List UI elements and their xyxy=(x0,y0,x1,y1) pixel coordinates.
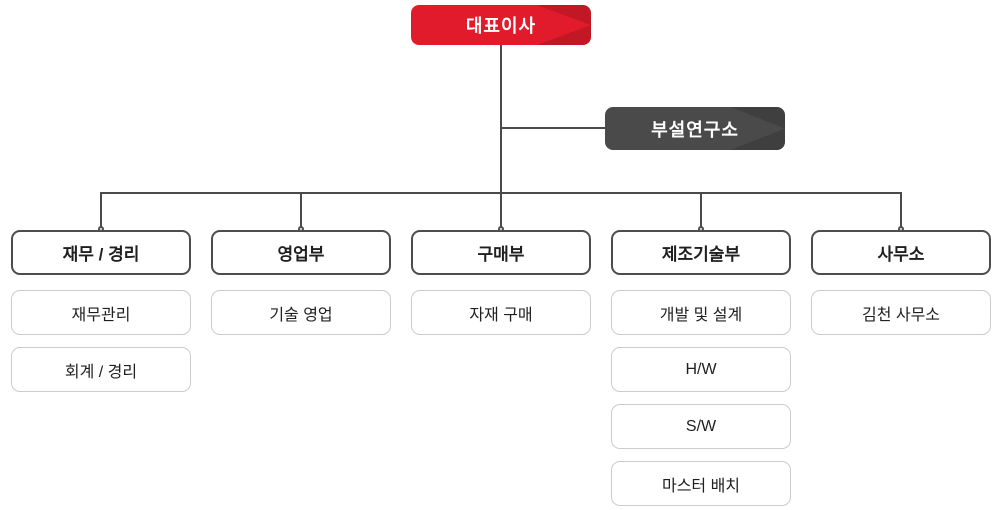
sub-label: 마스터 배치 xyxy=(661,477,741,495)
node-ceo-label: 대표이사 xyxy=(465,16,537,36)
dept-box-manufacturing-tech: 제조기술부 xyxy=(611,226,791,275)
dept-label: 제조기술부 xyxy=(661,245,741,264)
node-ceo: 대표이사 xyxy=(411,5,591,45)
sub-box: 자재 구매 xyxy=(411,290,591,335)
sub-box: 기술 영업 xyxy=(211,290,391,335)
connector-drop-1 xyxy=(100,192,102,230)
sub-box: 재무관리 xyxy=(11,290,191,335)
sub-label: 기술 영업 xyxy=(269,306,333,324)
sub-label: S/W xyxy=(685,417,717,435)
connector-dot xyxy=(698,226,704,232)
connector-main-horizontal xyxy=(100,192,902,194)
sub-box: 개발 및 설계 xyxy=(611,290,791,335)
sub-label: 회계 / 경리 xyxy=(64,363,138,381)
dept-box-finance: 재무 / 경리 xyxy=(11,226,191,275)
dept-label: 사무소 xyxy=(877,245,925,264)
sub-label: 자재 구매 xyxy=(469,306,533,324)
sub-box: 마스터 배치 xyxy=(611,461,791,506)
connector-ceo-vertical xyxy=(500,45,502,230)
sub-box: 김천 사무소 xyxy=(811,290,991,335)
connector-drop-5 xyxy=(900,192,902,230)
org-column-purchasing: 구매부 자재 구매 xyxy=(411,226,591,335)
sub-box: H/W xyxy=(611,347,791,392)
dept-box-office: 사무소 xyxy=(811,226,991,275)
org-column-sales: 영업부 기술 영업 xyxy=(211,226,391,335)
sub-label: 김천 사무소 xyxy=(861,306,941,324)
dept-label: 재무 / 경리 xyxy=(62,245,140,264)
sub-label: 재무관리 xyxy=(71,306,131,324)
dept-label: 구매부 xyxy=(477,245,525,264)
connector-research-branch xyxy=(501,127,605,129)
connector-drop-4 xyxy=(700,192,702,230)
dept-label: 영업부 xyxy=(277,245,325,264)
org-column-finance: 재무 / 경리 재무관리 회계 / 경리 xyxy=(11,226,191,392)
dept-box-sales: 영업부 xyxy=(211,226,391,275)
dept-box-purchasing: 구매부 xyxy=(411,226,591,275)
sub-label: H/W xyxy=(685,360,717,378)
node-research-institute-label: 부설연구소 xyxy=(651,119,739,140)
connector-drop-2 xyxy=(300,192,302,230)
sub-box: S/W xyxy=(611,404,791,449)
connector-dot xyxy=(298,226,304,232)
org-column-office: 사무소 김천 사무소 xyxy=(811,226,991,335)
node-research-institute: 부설연구소 xyxy=(605,107,785,150)
connector-dot xyxy=(98,226,104,232)
connector-dot xyxy=(498,226,504,232)
sub-label: 개발 및 설계 xyxy=(659,306,743,324)
org-column-manufacturing-tech: 제조기술부 개발 및 설계 H/W S/W 마스터 배치 xyxy=(611,226,791,506)
connector-dot xyxy=(898,226,904,232)
sub-box: 회계 / 경리 xyxy=(11,347,191,392)
